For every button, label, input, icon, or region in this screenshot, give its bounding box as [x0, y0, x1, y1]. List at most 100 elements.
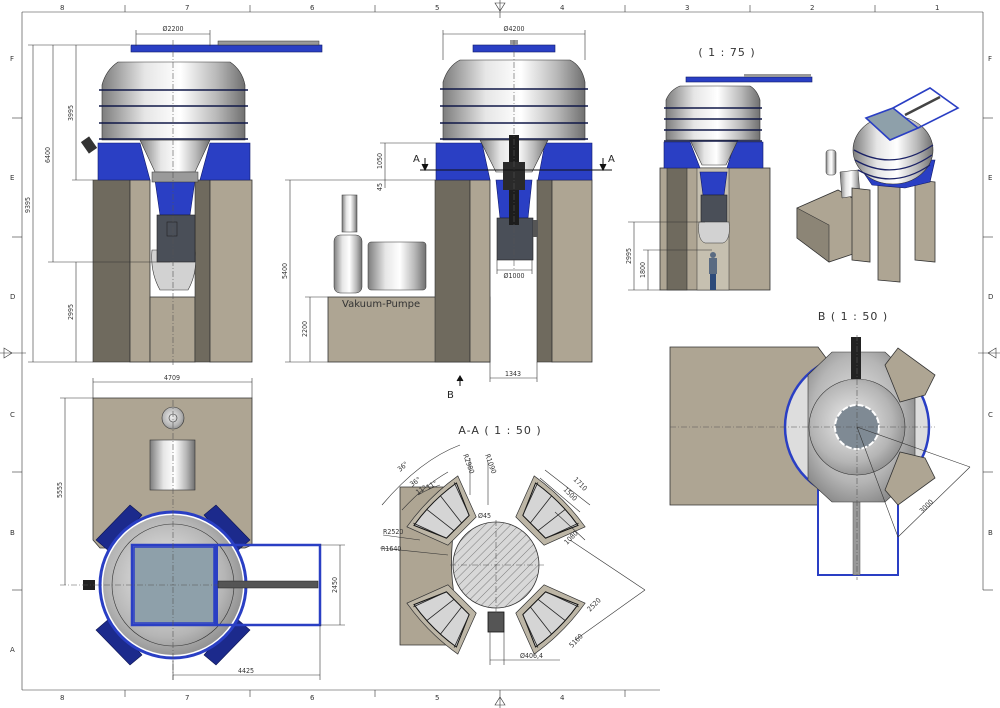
view-title: B ( 1 : 50 )	[818, 310, 888, 323]
view-arrow-b	[456, 375, 464, 386]
zone-col-7: 7	[185, 4, 189, 12]
dim-1800: 1800	[639, 262, 647, 278]
pump-motor	[367, 241, 427, 291]
section-a-a: A-A ( 1 : 50 ) 36° 36° 11° 11° R2980 R10…	[379, 424, 646, 665]
lower-struts	[154, 179, 196, 216]
dim-3995: 3995	[67, 105, 75, 121]
zone-col-4: 4	[560, 4, 565, 12]
isometric-view	[796, 87, 960, 283]
dim-r2520: R2520	[383, 528, 403, 536]
zone-row-left-b: B	[10, 529, 15, 537]
zone-col-bottom-4: 4	[560, 694, 565, 702]
person-figure	[709, 252, 717, 290]
dim-4425: 4425	[238, 667, 254, 675]
zone-row-left-d: D	[10, 293, 15, 301]
zone-row-left-f: F	[10, 55, 14, 63]
pump-top	[161, 406, 185, 430]
view-title: A-A ( 1 : 50 )	[458, 424, 541, 437]
dim-d45: Ø45	[478, 512, 491, 520]
dim-45: 45	[376, 183, 384, 191]
support-leg-right	[199, 142, 251, 181]
pillar-right	[209, 179, 253, 363]
leg-sector	[406, 584, 477, 655]
section-arrow-right	[599, 158, 607, 172]
zone-col-5: 5	[435, 4, 439, 12]
pipe-section	[487, 611, 505, 633]
dim-r2980: R2980	[461, 453, 475, 475]
leg-sector	[515, 475, 586, 546]
pillar-left	[129, 179, 151, 363]
centering-mark-left	[0, 347, 26, 359]
support-leg-left	[663, 141, 701, 169]
zone-col-8: 8	[60, 4, 64, 12]
dim-2520: 2520	[586, 596, 603, 613]
vessel-cone	[139, 139, 211, 173]
drive-coupling	[851, 337, 861, 379]
pump-column	[341, 194, 358, 233]
leg-sector	[515, 584, 586, 655]
front-view: Ø2200 9395 6400 3995 2995	[24, 25, 323, 365]
pillar-right-shadow	[536, 179, 553, 363]
pump-label: Vakuum-Pumpe	[342, 299, 420, 310]
motor	[156, 214, 196, 263]
leg-sector	[406, 475, 477, 546]
dim-1343: 1343	[505, 370, 521, 378]
motor	[700, 194, 728, 226]
lid-rod	[217, 580, 319, 589]
zone-col-bottom-8: 8	[60, 694, 64, 702]
dim-1050: 1050	[376, 153, 384, 169]
zone-col-bottom-6: 6	[310, 694, 315, 702]
center-base	[149, 296, 196, 363]
zone-row-right-f: F	[988, 55, 992, 63]
centering-mark-right	[978, 347, 1000, 359]
zone-row-right-d: D	[988, 293, 993, 301]
top-view: 4709 5555 2450 4425	[56, 374, 345, 680]
zone-row-left-c: C	[10, 411, 15, 419]
zone-row-right-c: C	[988, 411, 993, 419]
dim-angle-36-outer: 36°	[396, 460, 410, 473]
dim-9395: 9395	[24, 197, 32, 213]
dim-r1640: R1640	[381, 545, 401, 553]
dim-1710: 1710	[572, 476, 589, 493]
scale-view-1-75: ( 1 : 75 ) 2995 1800	[625, 46, 813, 291]
support-leg-right	[537, 142, 593, 181]
dim-4709: 4709	[164, 374, 180, 382]
section-arrow-left	[421, 158, 429, 172]
dim-d1000: Ø1000	[504, 272, 525, 280]
zone-col-1: 1	[935, 4, 939, 12]
zone-col-bottom-7: 7	[185, 694, 189, 702]
dim-3000: 3000	[918, 498, 935, 515]
dim-d406: Ø406,4	[520, 652, 543, 660]
centering-mark-top	[494, 0, 506, 18]
side-valve	[80, 136, 98, 154]
view-title: ( 1 : 75 )	[698, 46, 755, 59]
pillar-right	[551, 179, 593, 363]
side-valve	[83, 580, 95, 590]
dim-1500: 1500	[562, 486, 579, 503]
iso-pillar	[914, 179, 936, 263]
iso-pillar	[877, 184, 901, 283]
pillar-left	[469, 179, 491, 363]
leg-sectors	[406, 475, 586, 655]
dim-5400: 5400	[281, 263, 289, 279]
dim-2995: 2995	[625, 248, 633, 264]
pad-top-right	[884, 347, 936, 403]
dim-6400: 6400	[44, 147, 52, 163]
vessel-body	[665, 85, 761, 141]
view-label-b: B	[447, 390, 454, 401]
view-b: B ( 1 : 50 ) 3000	[669, 310, 971, 580]
zone-col-6: 6	[310, 4, 315, 12]
vessel-lid	[130, 44, 323, 53]
iso-pillar	[851, 187, 871, 263]
support-legs	[95, 504, 251, 666]
vessel-body	[101, 61, 246, 141]
dim-2995: 2995	[67, 304, 75, 320]
pump-vessel	[333, 234, 363, 294]
zone-row-right-e: E	[988, 174, 992, 182]
zone-col-bottom-5: 5	[435, 694, 439, 702]
dim-d2200: Ø2200	[163, 25, 184, 33]
dim-2200: 2200	[301, 321, 309, 337]
zone-row-left-e: E	[10, 174, 14, 182]
support-leg-right	[726, 141, 764, 169]
